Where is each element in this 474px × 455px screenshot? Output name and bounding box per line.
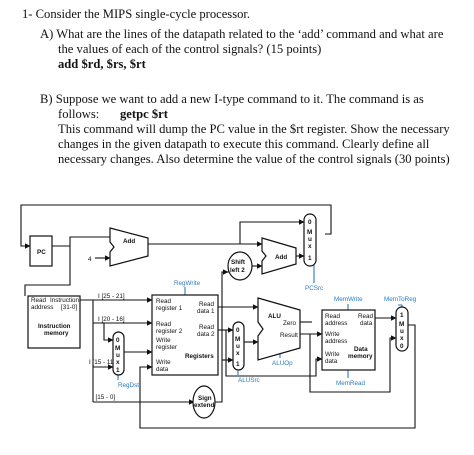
rf-read-data1-b: data 1	[197, 308, 215, 315]
dm-read-data-b: data	[360, 320, 373, 327]
im-address-label: address	[31, 304, 53, 311]
memtoreg-mux-u: u	[400, 328, 404, 335]
shift-label-2: left 2	[230, 267, 245, 274]
rf-read-data2-a: Read	[199, 324, 215, 331]
question-title: 1- Consider the MIPS single-cycle proces…	[22, 7, 251, 21]
shift-label-1: Shift	[231, 259, 246, 266]
register-file	[151, 294, 219, 376]
dm-read-data-a: Read	[358, 313, 374, 320]
part-b-command: getpc $rt	[120, 107, 168, 121]
part-b-line2-prefix: follows:	[58, 107, 100, 121]
im-range-label: [31-0]	[61, 304, 77, 311]
dm-write-data-a: Write	[325, 351, 340, 358]
regdst-mux-0: 0	[116, 337, 120, 344]
pc-adder-label: Add	[123, 238, 135, 245]
alusrc-mux-m: M	[235, 336, 240, 343]
regdst-label: RegDst	[118, 382, 139, 389]
part-b-line3: This command will dump the PC value in t…	[58, 122, 450, 136]
pc-adder	[109, 227, 149, 267]
dm-write-address-b: address	[325, 338, 347, 345]
memtoreg-mux-m: M	[399, 321, 404, 328]
alu-title: ALU	[268, 313, 281, 320]
part-a-line2: the values of each of the control signal…	[58, 42, 322, 56]
shift-left-2	[227, 251, 253, 281]
pcsrc-mux-u: u	[308, 236, 312, 243]
pcsrc-mux-x: x	[308, 243, 312, 250]
rf-title: Registers	[185, 353, 214, 360]
aluop-label: ALUOp	[272, 360, 293, 367]
alu-result-label: Result	[280, 332, 298, 339]
branch-adder	[261, 237, 297, 275]
dm-read-address-a: Read	[325, 313, 341, 320]
memread-label: MemRead	[336, 380, 366, 387]
part-a-command: add $rd, $rs, $rt	[58, 57, 146, 71]
alusrc-mux-x: x	[236, 350, 240, 357]
memtoreg-mux-1: 1	[400, 312, 404, 319]
alusrc-mux-u: u	[236, 343, 240, 350]
rf-read-reg1-b: register 1	[156, 305, 183, 312]
im-instruction-label: Instruction	[50, 297, 80, 304]
pcsrc-label: PCSrc	[305, 285, 323, 292]
pcsrc-mux	[303, 213, 317, 267]
im-read-label: Read	[31, 297, 47, 304]
memtoreg-mux-0: 0	[400, 343, 404, 350]
rf-write-reg-a: Write	[156, 337, 171, 344]
rf-read-reg2-b: register 2	[156, 328, 183, 335]
rf-read-reg2-a: Read	[156, 321, 172, 328]
pc-register	[29, 235, 53, 267]
alu	[257, 297, 301, 361]
part-a-line1: A) What are the lines of the datapath re…	[40, 27, 444, 41]
part-b-line4: changes in the given datapath to execute…	[58, 137, 430, 151]
field-15-0: I [15 - 0]	[92, 394, 115, 401]
regdst-mux-u: u	[116, 352, 120, 359]
field-25-21: I [25 - 21]	[98, 293, 125, 300]
constant-four: 4	[88, 256, 92, 263]
alusrc-mux	[232, 321, 245, 371]
regdst-mux-1: 1	[116, 367, 120, 374]
rf-write-data-a: Write	[156, 359, 171, 366]
rf-read-data2-b: data 2	[197, 331, 215, 338]
memtoreg-label: MemToReg	[384, 296, 417, 303]
alu-zero-label: Zero	[283, 320, 296, 327]
part-b-line5: necessary changes. Also determine the va…	[58, 152, 450, 166]
alusrc-label: ALUSrc	[238, 377, 260, 384]
rf-read-reg1-a: Read	[156, 298, 172, 305]
memtoreg-wire	[398, 304, 403, 307]
sign-extend-label-2: extend	[194, 402, 214, 409]
pcsrc-mux-m: M	[307, 229, 312, 236]
branch-adder-label: Add	[275, 254, 287, 261]
pc-label: PC	[37, 249, 46, 256]
data-memory	[321, 309, 376, 371]
field-20-16: I [20 - 16]	[98, 316, 125, 323]
dm-read-address-b: address	[325, 320, 347, 327]
pcsrc-mux-1: 1	[308, 255, 312, 262]
rf-write-reg-b: register	[156, 344, 177, 351]
dm-write-data-b: data	[325, 358, 338, 365]
sign-extend	[192, 385, 216, 419]
memtoreg-mux-x: x	[400, 335, 404, 342]
regwrite-label: RegWrite	[174, 280, 201, 287]
im-title-1: Instruction	[38, 323, 71, 330]
regdst-mux	[112, 331, 125, 376]
part-b-line1: B) Suppose we want to add a new I-type c…	[40, 92, 424, 106]
sign-extend-label-1: Sign	[198, 395, 212, 402]
dm-title-b: memory	[348, 353, 373, 360]
im-title-2: memory	[44, 330, 69, 337]
alusrc-mux-0: 0	[236, 327, 240, 334]
memwrite-label: MemWrite	[334, 296, 363, 303]
pcsrc-mux-0: 0	[308, 219, 312, 226]
regdst-mux-m: M	[115, 345, 120, 352]
regdst-mux-x: x	[116, 359, 120, 366]
instruction-memory	[27, 295, 81, 349]
rf-write-data-b: data	[156, 366, 169, 373]
memtoreg-mux	[395, 306, 409, 352]
alusrc-mux-1: 1	[236, 361, 240, 368]
dm-write-address-a: Write	[325, 331, 340, 338]
dm-title-a: Data	[354, 346, 368, 353]
rf-read-data1-a: Read	[199, 301, 215, 308]
field-15-11: I [15 - 11]	[89, 359, 115, 366]
